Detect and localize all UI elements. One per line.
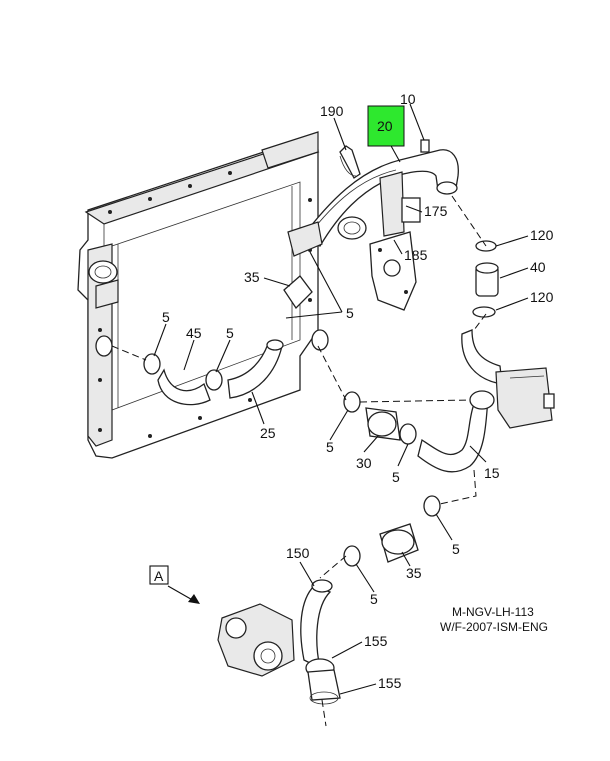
highlight-box bbox=[367, 105, 405, 147]
leader-lines bbox=[153, 103, 529, 695]
callout-10[interactable]: 10 bbox=[400, 91, 416, 107]
callout-150[interactable]: 150 bbox=[286, 545, 310, 561]
callout-5-hose30-left[interactable]: 5 bbox=[326, 439, 334, 455]
right-assembly bbox=[461, 240, 555, 429]
upper-charge-air-pipe bbox=[283, 139, 459, 311]
view-marker-letter: A bbox=[154, 568, 164, 584]
assembly-dashed-lines bbox=[111, 195, 487, 727]
note-line-1: M-NGV-LH-113 bbox=[452, 605, 534, 619]
callout-190[interactable]: 190 bbox=[320, 103, 344, 119]
note-line-2: W/F-2007-ISM-ENG bbox=[440, 620, 548, 634]
callout-155-lower[interactable]: 155 bbox=[378, 675, 402, 691]
callout-5-left[interactable]: 5 bbox=[162, 309, 170, 325]
callout-5-middle[interactable]: 5 bbox=[226, 325, 234, 341]
callout-5-lower-clamp[interactable]: 5 bbox=[370, 591, 378, 607]
callout-155-upper[interactable]: 155 bbox=[364, 633, 388, 649]
callout-185[interactable]: 185 bbox=[404, 247, 428, 263]
callout-25[interactable]: 25 bbox=[260, 425, 276, 441]
callout-5-right-clamp[interactable]: 5 bbox=[452, 541, 460, 557]
callout-35-upper[interactable]: 35 bbox=[244, 269, 260, 285]
drawing-note: M-NGV-LH-113 W/F-2007-ISM-ENG bbox=[440, 605, 548, 634]
turbo-pipe-assembly bbox=[217, 579, 341, 705]
view-marker: A bbox=[149, 565, 169, 585]
callout-20[interactable]: 20 bbox=[377, 118, 393, 134]
callout-35-lower[interactable]: 35 bbox=[406, 565, 422, 581]
callout-120-bottom[interactable]: 120 bbox=[530, 289, 554, 305]
callout-5-upper[interactable]: 5 bbox=[346, 305, 354, 321]
callout-120-top[interactable]: 120 bbox=[530, 227, 554, 243]
callout-45[interactable]: 45 bbox=[186, 325, 202, 341]
callout-40[interactable]: 40 bbox=[530, 259, 546, 275]
lower-hoses bbox=[343, 495, 441, 567]
lower-left-hoses bbox=[143, 339, 284, 406]
callout-175[interactable]: 175 bbox=[424, 203, 448, 219]
callout-15[interactable]: 15 bbox=[484, 465, 500, 481]
middle-hoses bbox=[343, 390, 495, 473]
callout-30[interactable]: 30 bbox=[356, 455, 372, 471]
callout-5-hose30-right[interactable]: 5 bbox=[392, 469, 400, 485]
callout-labels: 10 20 190 175 185 120 40 120 35 5 5 45 5… bbox=[162, 91, 554, 691]
